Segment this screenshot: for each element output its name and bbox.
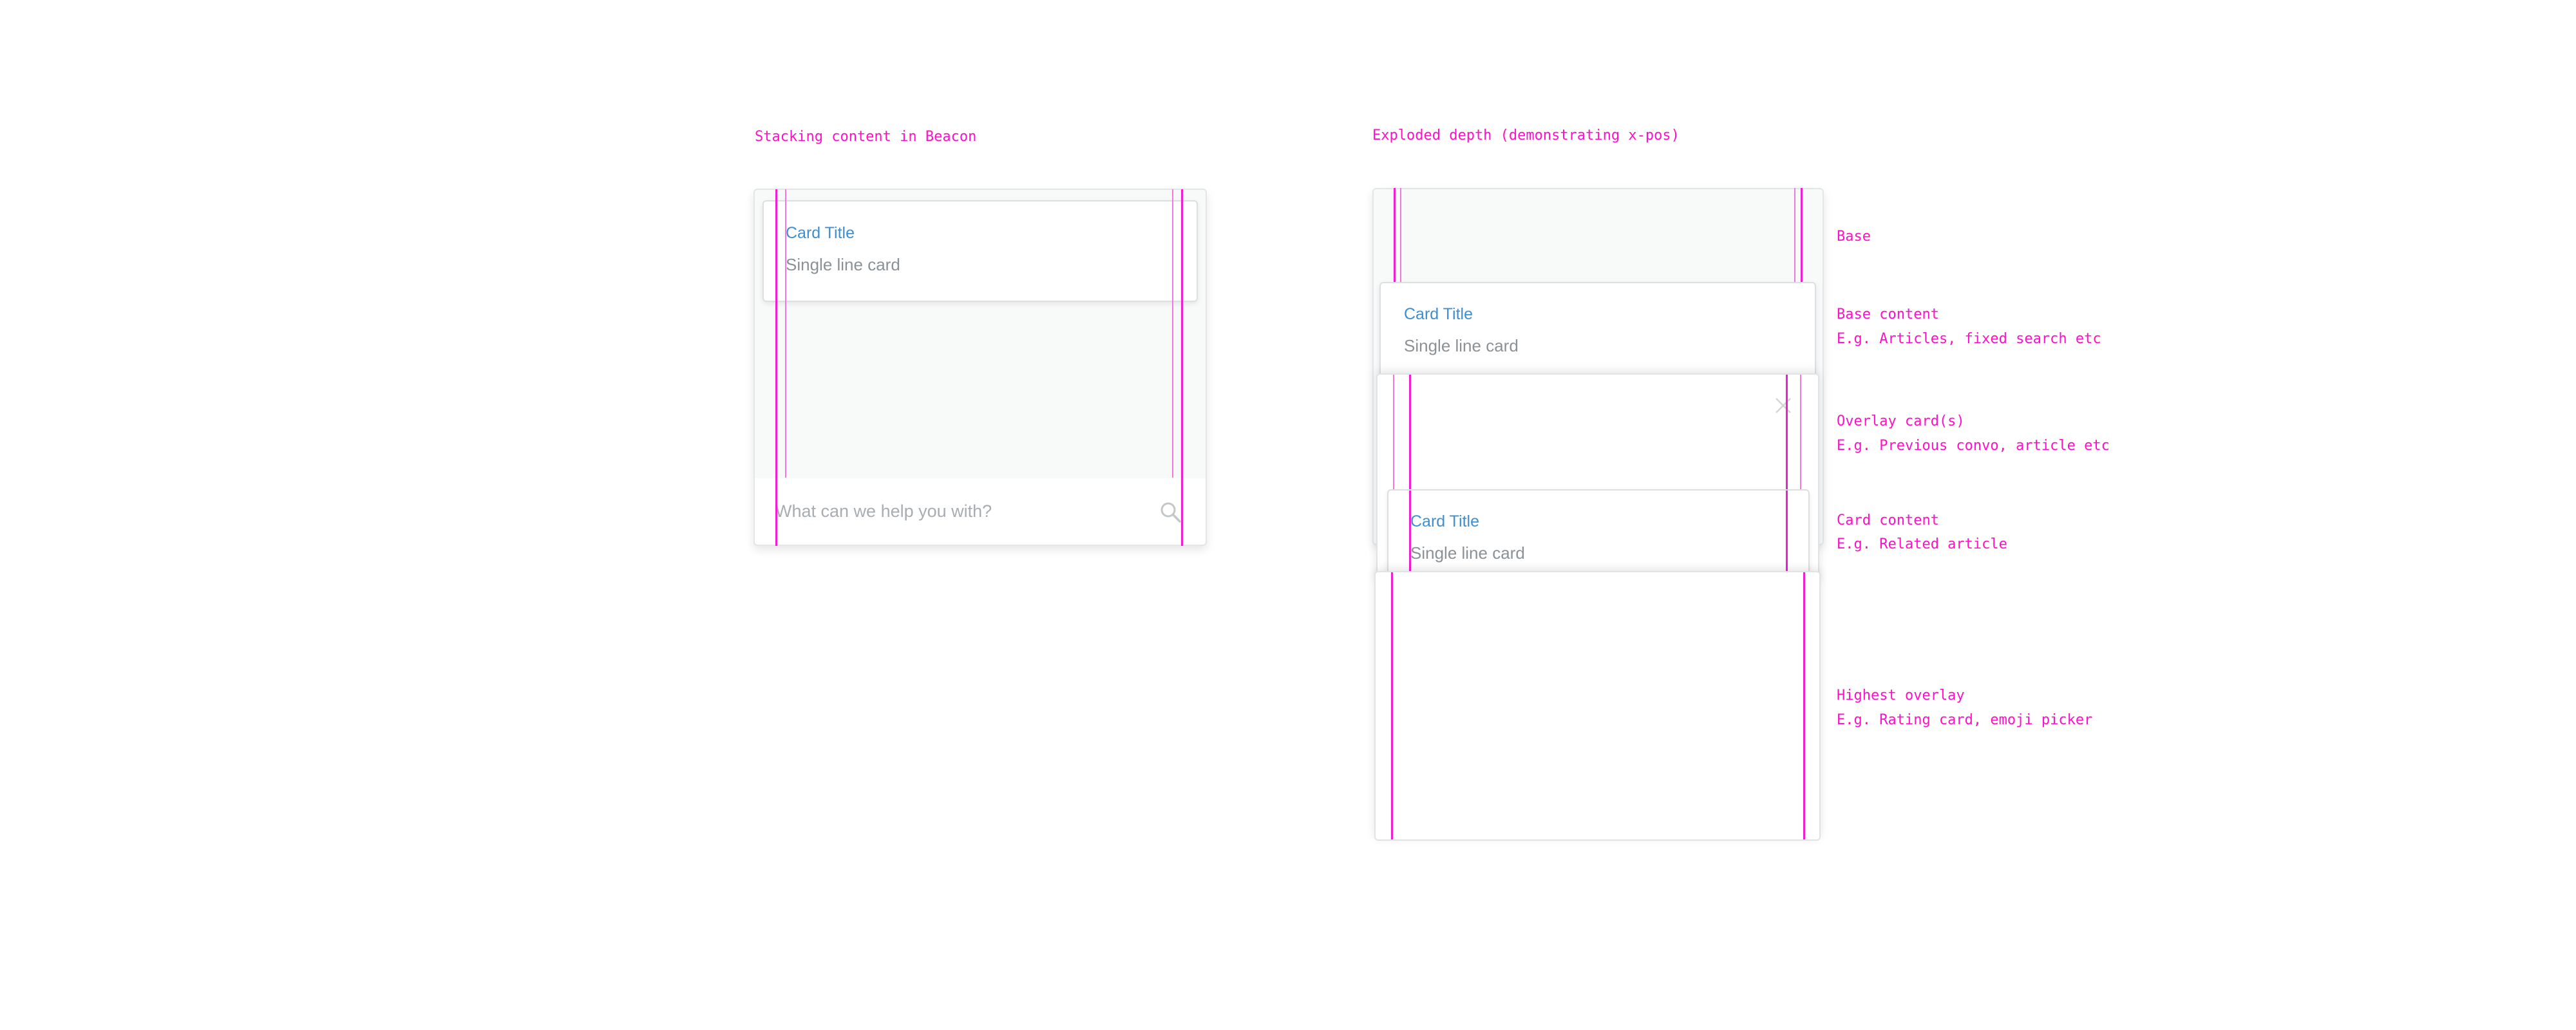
guide-line bbox=[1786, 375, 1788, 568]
base-content-card[interactable]: Card Title Single line card bbox=[1379, 282, 1816, 379]
guide-line bbox=[785, 189, 786, 478]
card-title: Card Title bbox=[786, 224, 855, 242]
legend-card-content-desc: E.g. Related article bbox=[1837, 536, 2007, 552]
guide-line bbox=[1391, 572, 1393, 839]
guide-line bbox=[1409, 491, 1411, 573]
card-subtitle: Single line card bbox=[1410, 543, 1525, 563]
card-subtitle: Single line card bbox=[1404, 336, 1519, 355]
right-heading: Exploded depth (demonstrating x-pos) bbox=[1372, 127, 1680, 144]
guide-line bbox=[1181, 189, 1183, 546]
legend-base-content-title: Base content bbox=[1837, 306, 1939, 323]
legend-overlay-desc: E.g. Previous convo, article etc bbox=[1837, 438, 2110, 454]
card-title: Card Title bbox=[1404, 305, 1473, 323]
legend-overlay-title: Overlay card(s) bbox=[1837, 413, 1965, 429]
guide-line bbox=[1786, 491, 1788, 573]
card-subtitle: Single line card bbox=[786, 255, 900, 274]
search-bar[interactable]: What can we help you with? bbox=[755, 478, 1206, 545]
stacked-card[interactable]: Card Title Single line card bbox=[762, 200, 1198, 302]
legend-base-title: Base bbox=[1837, 229, 1871, 245]
search-icon[interactable] bbox=[1159, 501, 1182, 527]
card-title: Card Title bbox=[1410, 512, 1479, 530]
search-input[interactable]: What can we help you with? bbox=[775, 501, 992, 521]
legend-card-content-title: Card content bbox=[1837, 512, 1939, 529]
guide-line bbox=[1800, 375, 1801, 568]
guide-line bbox=[1409, 375, 1411, 568]
legend-base-content-desc: E.g. Articles, fixed search etc bbox=[1837, 331, 2101, 347]
highest-overlay[interactable] bbox=[1374, 571, 1821, 841]
legend-highest-desc: E.g. Rating card, emoji picker bbox=[1837, 712, 2093, 728]
guide-line bbox=[1172, 189, 1173, 478]
left-heading: Stacking content in Beacon bbox=[755, 129, 977, 145]
guide-line bbox=[1803, 572, 1805, 839]
close-icon[interactable] bbox=[1774, 397, 1792, 418]
guide-line bbox=[1393, 375, 1394, 568]
legend-highest-title: Highest overlay bbox=[1837, 688, 1965, 704]
guide-line bbox=[775, 189, 777, 546]
